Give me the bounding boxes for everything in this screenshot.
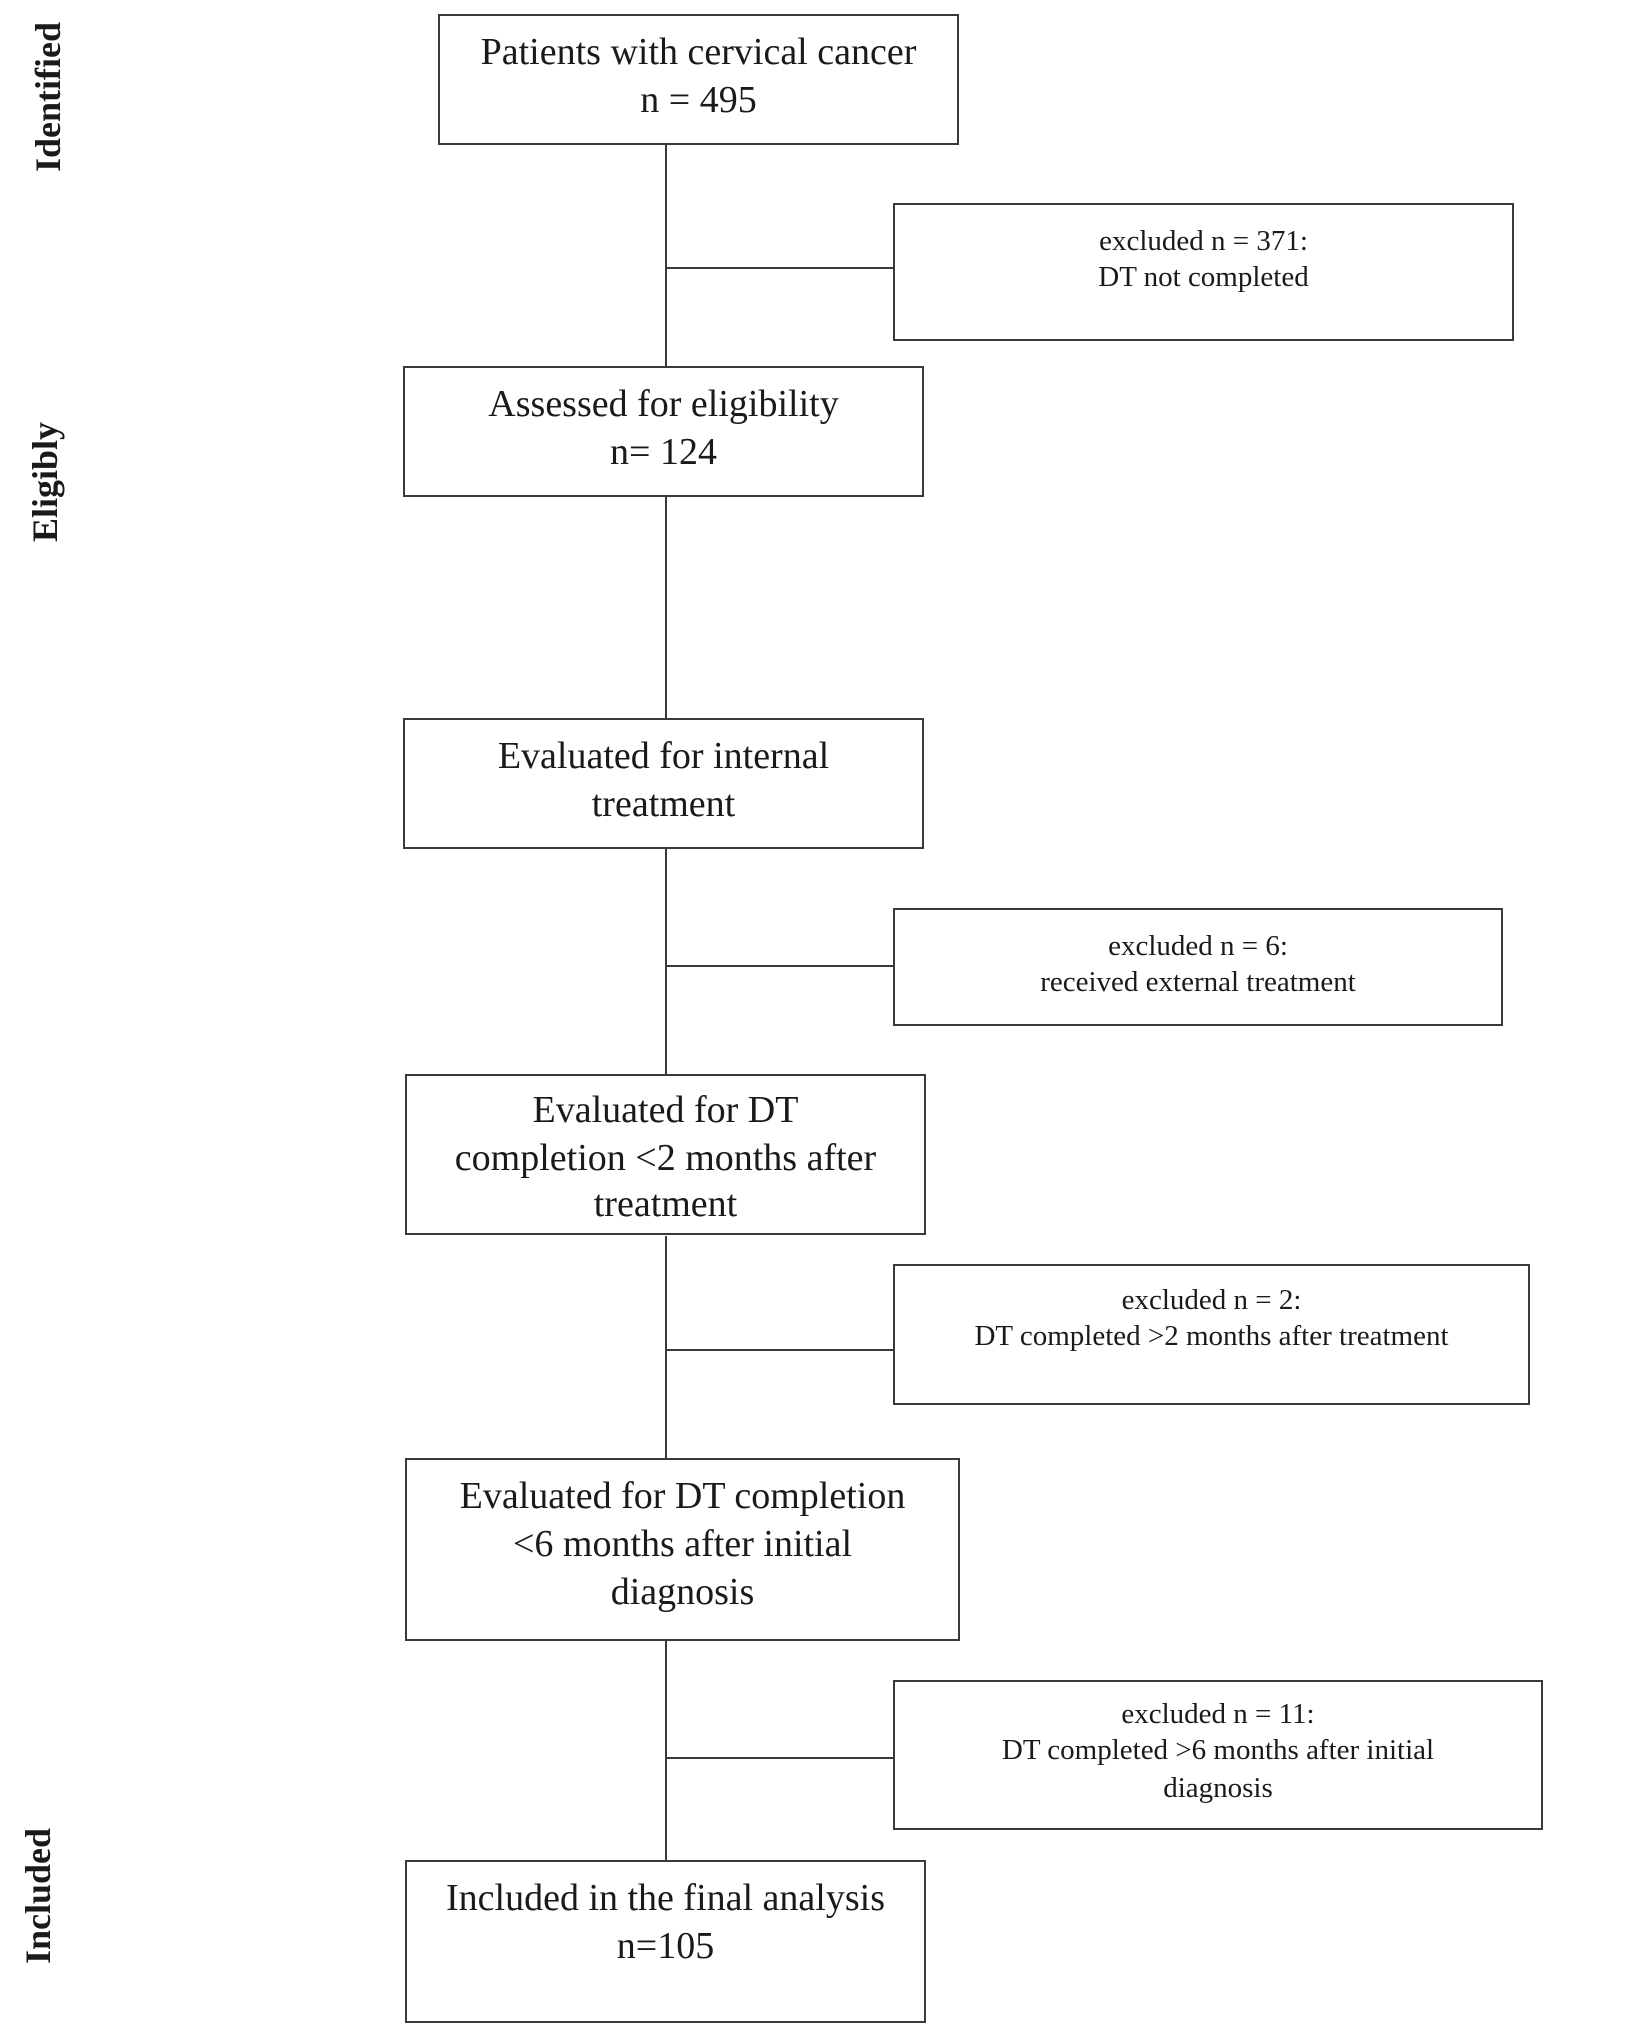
box-text-line: DT completed >6 months after initial [1001,1734,1435,1766]
box-exclusion-2: excluded n = 2: DT completed >2 months a… [893,1264,1530,1405]
box-patients-with-cervical-cancer: Patients with cervical cancer n = 495 [438,14,959,145]
connector-dt6-final [665,1640,667,1862]
box-text-line: n = 495 [640,79,757,121]
box-included-final-analysis: Included in the final analysis n=105 [405,1860,926,2023]
box-text-line: n=105 [616,1925,715,1967]
box-text-line: Evaluated for internal [497,735,830,777]
box-text-line: excluded n = 371: [1099,225,1308,257]
box-evaluated-internal-treatment: Evaluated for internal treatment [403,718,924,849]
box-text-line: excluded n = 2: [1121,1284,1302,1316]
box-exclusion-371: excluded n = 371: DT not completed [893,203,1514,341]
box-text-line: completion <2 months after [454,1137,877,1179]
box-evaluated-dt-completion-6-months: Evaluated for DT completion <6 months af… [405,1458,960,1641]
box-evaluated-dt-completion-2-months: Evaluated for DT completion <2 months af… [405,1074,926,1235]
box-text-line: excluded n = 6: [1108,930,1288,962]
branch-exclusion-11 [665,1757,894,1759]
branch-exclusion-6 [665,965,894,967]
box-exclusion-6: excluded n = 6: received external treatm… [893,908,1503,1026]
box-assessed-for-eligibility: Assessed for eligibility n= 124 [403,366,924,497]
box-text-line: Evaluated for DT completion [459,1475,906,1517]
box-text-line: DT not completed [1098,261,1309,293]
box-text-line: treatment [591,783,736,825]
box-text-line: diagnosis [1163,1772,1273,1804]
stage-label-identified: Identified [28,22,68,173]
box-text-line: Included in the final analysis [446,1877,885,1919]
branch-exclusion-2 [665,1349,894,1351]
box-text-line: diagnosis [610,1571,755,1613]
box-text-line: received external treatment [1040,966,1356,998]
box-text-line: treatment [593,1183,738,1225]
stage-label-eligibly: Eligibly [25,421,65,543]
box-text-line: <6 months after initial [512,1523,853,1565]
box-text-line: n= 124 [610,431,717,473]
box-exclusion-11: excluded n = 11: DT completed >6 months … [893,1680,1543,1830]
connector-patients-assessed [665,144,667,368]
connector-dt2-dt6 [665,1236,667,1460]
stage-label-included: Included [18,1827,58,1965]
box-text-line: Patients with cervical cancer [480,31,917,73]
connector-internal-dt2 [665,848,667,1074]
branch-exclusion-371 [665,267,894,269]
connector-assessed-internal [665,496,667,720]
box-text-line: DT completed >2 months after treatment [974,1320,1449,1352]
box-text-line: Evaluated for DT [532,1089,799,1131]
box-text-line: excluded n = 11: [1121,1698,1315,1730]
box-text-line: Assessed for eligibility [488,383,839,425]
